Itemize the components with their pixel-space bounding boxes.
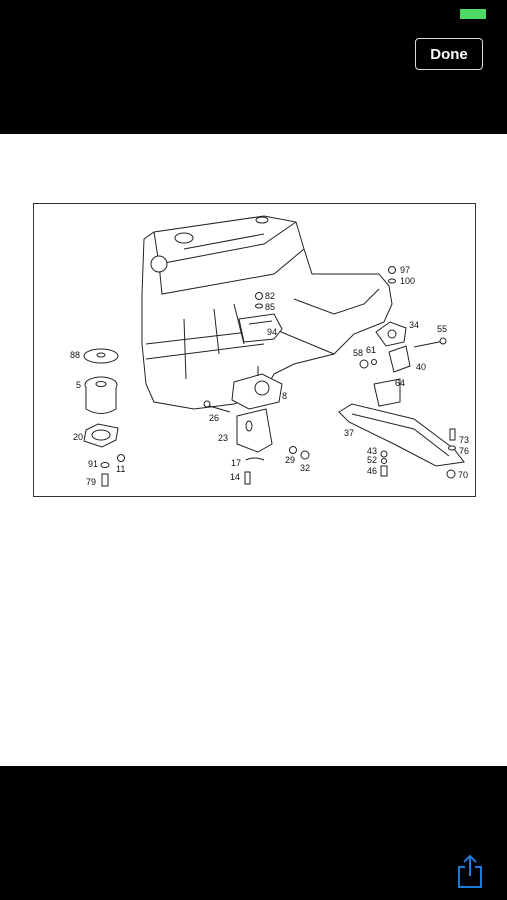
- center-upper-mount: [238, 292, 283, 343]
- callout-43: 43: [367, 446, 377, 456]
- callout-58: 58: [353, 348, 363, 358]
- callout-52: 52: [367, 455, 377, 465]
- battery-icon: [460, 9, 486, 19]
- callout-5: 5: [76, 380, 81, 390]
- callout-37: 37: [344, 428, 354, 438]
- engine-mount-diagram: 88 5 20 91 11 79 82 85 94 8 26 23 17 14 …: [70, 215, 469, 487]
- callout-100: 100: [400, 276, 415, 286]
- callout-76: 76: [459, 446, 469, 456]
- share-icon: [458, 854, 482, 888]
- right-mount-assembly: [359, 266, 447, 407]
- callout-14: 14: [230, 472, 240, 482]
- parts-diagram: 88 5 20 91 11 79 82 85 94 8 26 23 17 14 …: [33, 203, 476, 497]
- callout-94: 94: [267, 327, 277, 337]
- callout-17: 17: [231, 458, 241, 468]
- callout-40: 40: [416, 362, 426, 372]
- callout-91: 91: [88, 459, 98, 469]
- callout-20: 20: [73, 432, 83, 442]
- callout-46: 46: [367, 466, 377, 476]
- share-button[interactable]: [452, 852, 488, 892]
- callout-88: 88: [70, 350, 80, 360]
- done-button[interactable]: Done: [415, 38, 483, 70]
- callout-85: 85: [265, 302, 275, 312]
- callout-8: 8: [282, 391, 287, 401]
- callout-55: 55: [437, 324, 447, 334]
- status-bar: [0, 0, 507, 28]
- bottom-toolbar: [0, 766, 507, 900]
- left-parts-stack: [83, 348, 125, 487]
- image-viewer[interactable]: 88 5 20 91 11 79 82 85 94 8 26 23 17 14 …: [0, 134, 507, 766]
- top-navigation-bar: Done: [0, 28, 507, 134]
- callout-97: 97: [400, 265, 410, 275]
- callout-26: 26: [209, 413, 219, 423]
- callout-79: 79: [86, 477, 96, 487]
- center-lower-mount: [203, 366, 310, 485]
- callout-23: 23: [218, 433, 228, 443]
- callout-64: 64: [395, 378, 405, 388]
- callout-11: 11: [116, 464, 125, 474]
- cross-member: [338, 403, 465, 479]
- callout-61: 61: [366, 345, 376, 355]
- callout-82: 82: [265, 291, 275, 301]
- callout-34: 34: [409, 320, 419, 330]
- callout-29: 29: [285, 455, 295, 465]
- callout-73: 73: [459, 435, 469, 445]
- callout-32: 32: [300, 463, 310, 473]
- callout-70: 70: [458, 470, 468, 480]
